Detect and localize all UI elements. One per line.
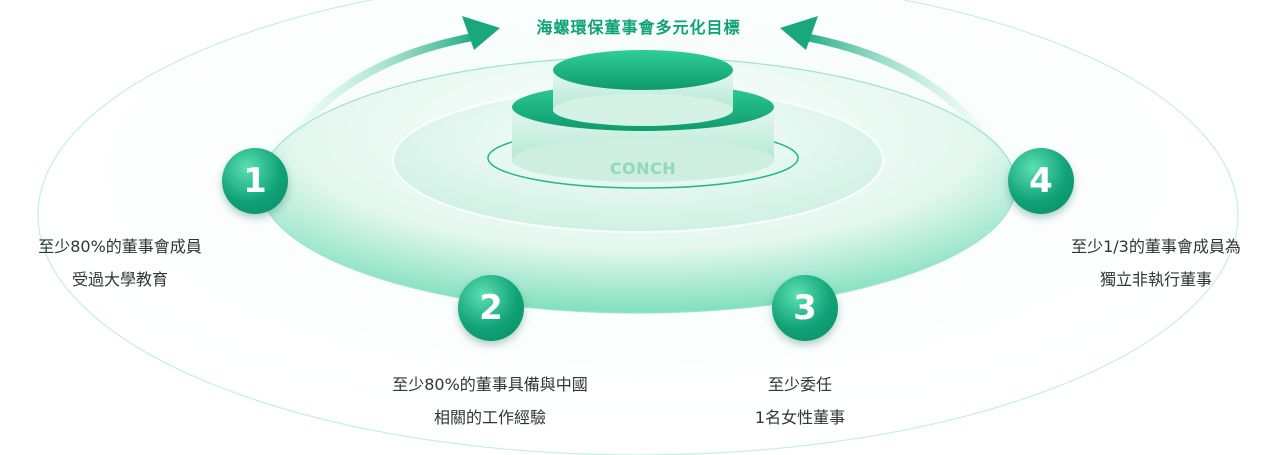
target-3-line-2: 1名女性董事 bbox=[754, 408, 846, 427]
target-1-line-2: 受過大學教育 bbox=[71, 270, 168, 289]
target-4-caption: 至少1/3的董事會成員為 獨立非執行董事 bbox=[1040, 230, 1272, 296]
curved-arrow-icon bbox=[780, 16, 982, 132]
target-2-caption: 至少80%的董事具備與中國 相關的工作經驗 bbox=[340, 368, 640, 434]
curved-arrow-icon bbox=[296, 16, 500, 132]
target-4-badge: 4 bbox=[1008, 148, 1074, 214]
podium-top bbox=[553, 50, 733, 126]
target-2-line-2: 相關的工作經驗 bbox=[433, 408, 546, 427]
target-1-badge: 1 bbox=[222, 148, 288, 214]
target-2-badge: 2 bbox=[458, 275, 524, 341]
target-4-line-1: 至少1/3的董事會成員為 bbox=[1071, 237, 1241, 256]
target-3-badge: 3 bbox=[772, 275, 838, 341]
target-1-line-1: 至少80%的董事會成員 bbox=[38, 237, 202, 256]
target-1-caption: 至少80%的董事會成員 受過大學教育 bbox=[20, 230, 220, 296]
target-3-line-1: 至少委任 bbox=[767, 375, 832, 394]
conch-logo: CONCH bbox=[609, 159, 677, 178]
target-3-caption: 至少委任 1名女性董事 bbox=[700, 368, 900, 434]
diagram-title: 海螺環保董事會多元化目標 bbox=[536, 18, 741, 37]
target-4-line-2: 獨立非執行董事 bbox=[1099, 270, 1212, 289]
target-2-line-1: 至少80%的董事具備與中國 bbox=[392, 375, 588, 394]
